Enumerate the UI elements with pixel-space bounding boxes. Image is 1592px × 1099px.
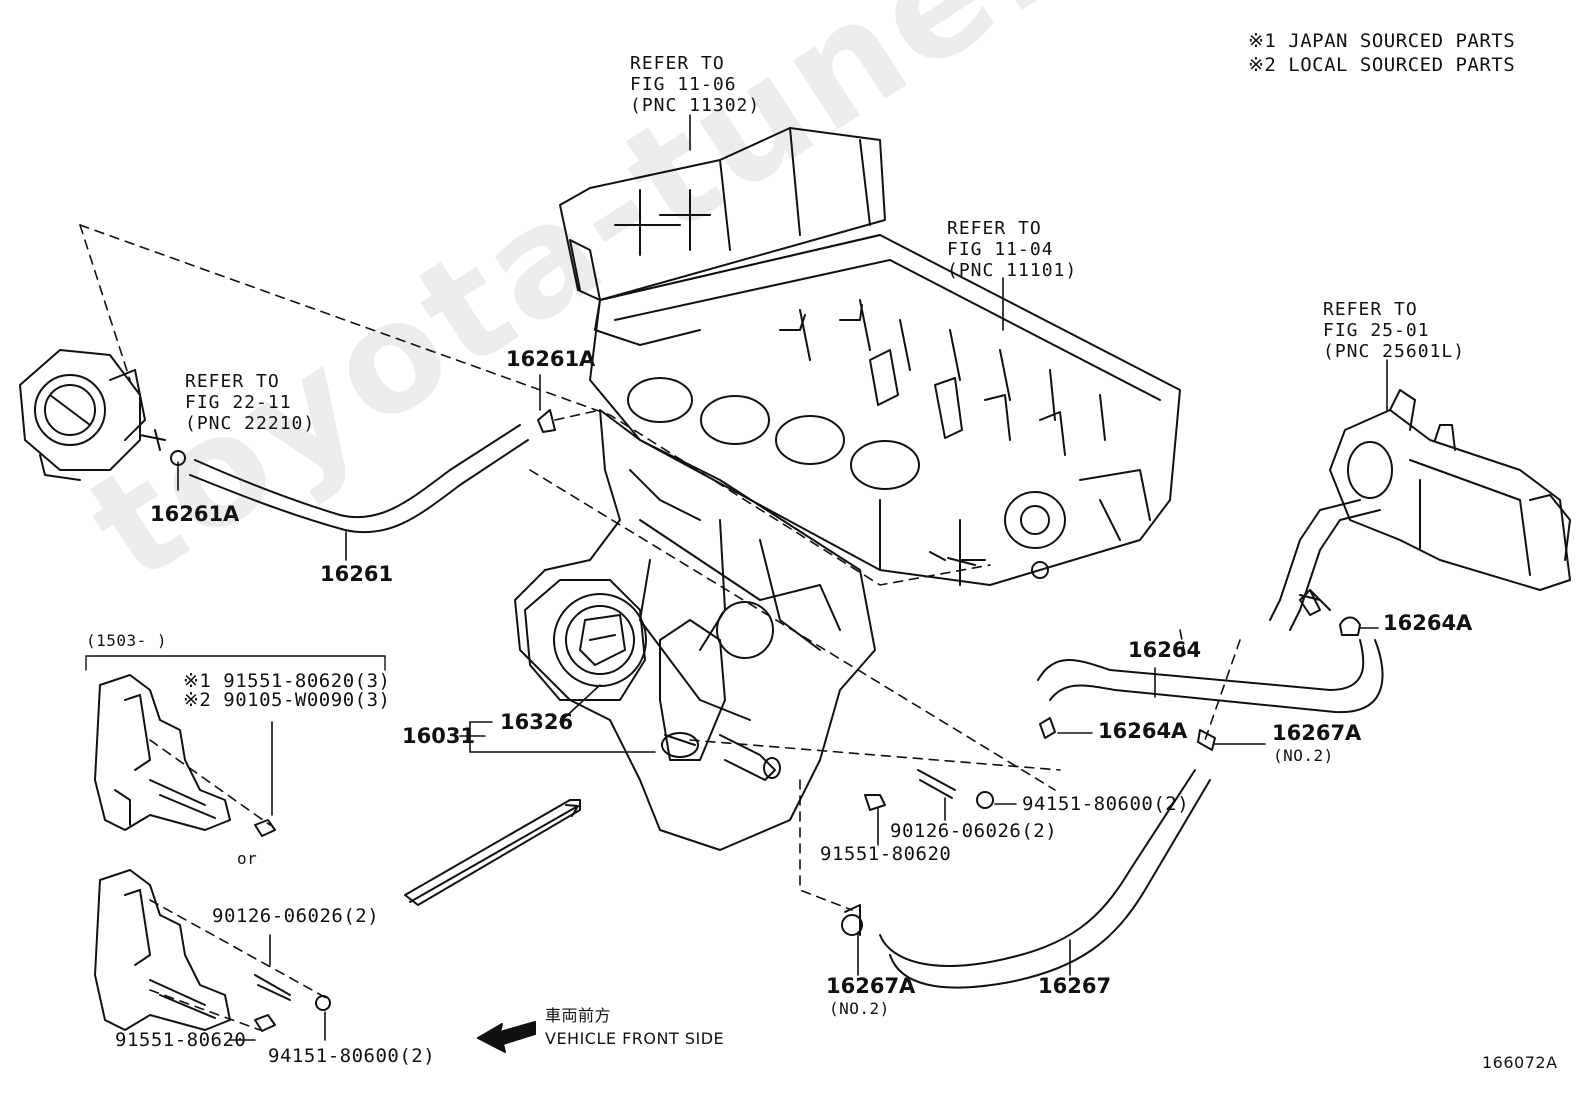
figure-id: 166072A: [1482, 1053, 1558, 1072]
inset-ref-local: ※2 90105-W0090(3): [183, 689, 391, 711]
hose-16261-drawing: [189, 424, 529, 534]
throttle-body-drawing: [19, 349, 166, 481]
inset-bracket: [85, 655, 386, 671]
vehicle-front-arrow-icon: [477, 1021, 536, 1053]
part-16267A-right-note: (NO.2): [1273, 746, 1334, 765]
part-16326: 16326: [500, 710, 574, 734]
inset-housing-1-drawing: [94, 674, 276, 837]
part-16261A-top: 16261A: [506, 347, 596, 371]
part-16264A-mid: 16264A: [1098, 719, 1188, 743]
legend-japan: ※1 JAPAN SOURCED PARTS: [1248, 30, 1516, 52]
part-91551-mid: 91551-80620: [820, 843, 952, 865]
part-90126-mid: 90126-06026(2): [890, 820, 1058, 842]
inset-94151: 94151-80600(2): [268, 1045, 436, 1067]
water-inlet-drawing: [659, 619, 781, 781]
leader-lines: [177, 114, 1388, 1041]
part-16031: 16031: [402, 724, 476, 748]
part-16261: 16261: [320, 562, 394, 586]
part-94151-right: 94151-80600(2): [1022, 793, 1190, 815]
cylinder-block-drawing: [559, 127, 886, 346]
part-16264A-right: 16264A: [1383, 611, 1473, 635]
inset-or: or: [237, 849, 258, 868]
water-pump-drawing: [524, 579, 647, 701]
clamps-drawing: [170, 409, 1361, 936]
inset-90126: 90126-06026(2): [212, 905, 380, 927]
front-direction-arrow: [404, 799, 581, 906]
part-16267: 16267: [1038, 974, 1112, 998]
part-16267A-bottom-note: (NO.2): [829, 999, 890, 1018]
inset-housing-2-drawing: [94, 869, 331, 1032]
inset-date-range: (1503- ): [86, 631, 168, 650]
timing-cover-drawing: [514, 409, 876, 851]
egr-cooler-drawing: [1269, 389, 1571, 631]
part-16267A-bottom: 16267A: [826, 974, 916, 998]
hose-16267-drawing: [879, 769, 1211, 989]
vehicle-front-en: VEHICLE FRONT SIDE: [545, 1029, 725, 1048]
hose-16264-drawing: [1037, 639, 1384, 714]
cylinder-head-drawing: [589, 234, 1181, 586]
dashed-lines: [79, 224, 1241, 1031]
inset-ref-japan: ※1 91551-80620(3): [183, 670, 391, 692]
part-16267A-right: 16267A: [1272, 721, 1362, 745]
part-16264: 16264: [1128, 638, 1202, 662]
part-16261A-left: 16261A: [150, 502, 240, 526]
vehicle-front-jp: 車両前方: [545, 1006, 612, 1025]
inset-91551: 91551-80620: [115, 1029, 247, 1051]
legend-local: ※2 LOCAL SOURCED PARTS: [1248, 54, 1516, 76]
